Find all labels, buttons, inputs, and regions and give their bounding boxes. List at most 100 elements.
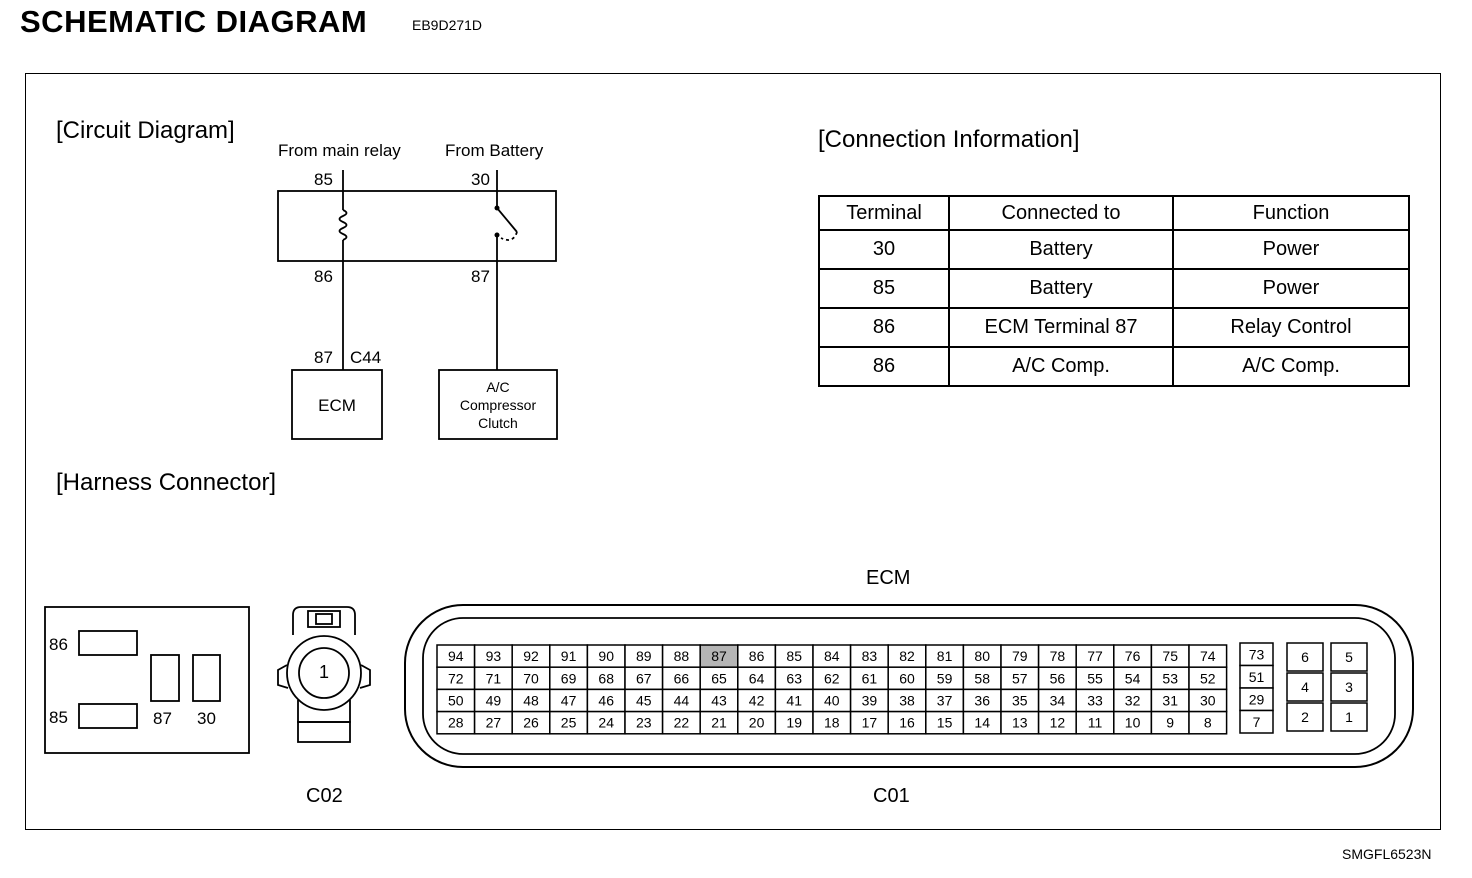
ecm-pin-76-label: 76 bbox=[1125, 648, 1141, 664]
ecm-box bbox=[291, 369, 383, 440]
terminal-cell: 86 bbox=[818, 307, 950, 348]
ecm-pin-27-label: 27 bbox=[486, 715, 502, 731]
terminal-cell: 30 bbox=[818, 229, 950, 270]
ecm-pin-7-cell bbox=[1239, 709, 1274, 734]
ecm-pin-34-label: 34 bbox=[1050, 693, 1066, 709]
ecm-pin-24-label: 24 bbox=[598, 715, 614, 731]
ecm-pin-4-cell bbox=[1286, 672, 1324, 702]
ecm-pin-22-label: 22 bbox=[674, 715, 690, 731]
c02-pin-1: 1 bbox=[318, 662, 329, 682]
ecm-connector-label: C44 bbox=[350, 348, 382, 367]
relay-terminal-30 bbox=[192, 654, 221, 702]
ecm-pin-58-label: 58 bbox=[974, 670, 990, 686]
ecm-pin-84-label: 84 bbox=[824, 648, 840, 664]
ecm-pin-3-label: 3 bbox=[1345, 679, 1353, 695]
ecm-pin-21-label: 21 bbox=[711, 715, 727, 731]
relay-pin-85-label: 85 bbox=[314, 170, 333, 189]
compressor-label: A/C Compressor Clutch bbox=[439, 378, 557, 432]
ecm-pin-60-label: 60 bbox=[899, 670, 915, 686]
ecm-pin-87-label: 87 bbox=[711, 648, 727, 664]
ecm-pin-36-label: 36 bbox=[974, 693, 990, 709]
ecm-pin-52-label: 52 bbox=[1200, 670, 1216, 686]
header-function: Function bbox=[1172, 195, 1410, 231]
document-code: EB9D271D bbox=[412, 17, 483, 33]
ecm-pin-49-label: 49 bbox=[486, 693, 502, 709]
c02-label: C02 bbox=[306, 785, 343, 807]
ecm-pin-64-label: 64 bbox=[749, 670, 765, 686]
ecm-pin-72-label: 72 bbox=[448, 670, 464, 686]
ecm-pin-63-label: 63 bbox=[786, 670, 802, 686]
relay-pin-30-label: 30 bbox=[471, 170, 490, 189]
ecm-pin-10-label: 10 bbox=[1125, 715, 1141, 731]
relay-pin-86-label: 86 bbox=[314, 267, 333, 286]
ecm-pin-61-label: 61 bbox=[862, 670, 878, 686]
relay-switch-icon bbox=[496, 207, 518, 233]
ecm-pin-6-label: 6 bbox=[1301, 649, 1309, 665]
circuit-diagram-title: [Circuit Diagram] bbox=[56, 117, 235, 144]
ecm-pin-5-label: 5 bbox=[1345, 649, 1353, 665]
table-row: 86 A/C Comp. A/C Comp. bbox=[818, 346, 1410, 387]
ecm-pin-54-label: 54 bbox=[1125, 670, 1141, 686]
ecm-pin-44-label: 44 bbox=[674, 693, 690, 709]
ecm-pin-20-label: 20 bbox=[749, 715, 765, 731]
header-terminal: Terminal bbox=[818, 195, 950, 231]
ecm-pin-51-label: 51 bbox=[1249, 669, 1265, 685]
ecm-pin-53-label: 53 bbox=[1162, 670, 1178, 686]
ecm-pin-89-label: 89 bbox=[636, 648, 652, 664]
ecm-pin-59-label: 59 bbox=[937, 670, 953, 686]
relay-pin-87: 87 bbox=[153, 709, 172, 728]
ecm-pin-12-label: 12 bbox=[1050, 715, 1066, 731]
header-connected-to: Connected to bbox=[948, 195, 1174, 231]
ecm-pin-42-label: 42 bbox=[749, 693, 765, 709]
ecm-pin-94-label: 94 bbox=[448, 648, 464, 664]
function-cell: Relay Control bbox=[1172, 307, 1410, 348]
ecm-pin-7-label: 7 bbox=[1253, 714, 1261, 730]
ecm-pin-48-label: 48 bbox=[523, 693, 539, 709]
relay-terminal-86 bbox=[78, 630, 138, 656]
diagram-frame bbox=[25, 73, 1441, 830]
ecm-pin-45-label: 45 bbox=[636, 693, 652, 709]
ecm-pin-13-label: 13 bbox=[1012, 715, 1028, 731]
ecm-pin-16-label: 16 bbox=[899, 715, 915, 731]
c02-pin-circle bbox=[298, 647, 350, 699]
ecm-pin-62-label: 62 bbox=[824, 670, 840, 686]
ecm-pin-80-label: 80 bbox=[974, 648, 990, 664]
connection-table: Terminal Connected to Function 30 Batter… bbox=[818, 195, 1410, 387]
ecm-pin-2-label: 2 bbox=[1301, 709, 1309, 725]
ecm-pin-50-label: 50 bbox=[448, 693, 464, 709]
ecm-pin-91-label: 91 bbox=[561, 648, 577, 664]
ecm-pin-1-label: 1 bbox=[1345, 709, 1353, 725]
relay-pin-30: 30 bbox=[197, 709, 216, 728]
table-row: 30 Battery Power bbox=[818, 229, 1410, 270]
ecm-pin-83-label: 83 bbox=[862, 648, 878, 664]
ecm-pin-75-label: 75 bbox=[1162, 648, 1178, 664]
ecm-pin-65-label: 65 bbox=[711, 670, 727, 686]
ecm-pin-56-label: 56 bbox=[1050, 670, 1066, 686]
ecm-pin-39-label: 39 bbox=[862, 693, 878, 709]
relay-pin-87-label: 87 bbox=[471, 267, 490, 286]
ecm-pin-35-label: 35 bbox=[1012, 693, 1028, 709]
terminal-cell: 86 bbox=[818, 346, 950, 387]
ecm-pin-33-label: 33 bbox=[1087, 693, 1103, 709]
ecm-pin-8-cell bbox=[1188, 710, 1228, 735]
ecm-pin-3-cell bbox=[1330, 672, 1368, 702]
ecm-pin-66-label: 66 bbox=[674, 670, 690, 686]
connected-to-cell: A/C Comp. bbox=[948, 346, 1174, 387]
ecm-pin-77-label: 77 bbox=[1087, 648, 1103, 664]
ecm-pin-47-label: 47 bbox=[561, 693, 577, 709]
ecm-pin-46-label: 46 bbox=[598, 693, 614, 709]
harness-connector-title: [Harness Connector] bbox=[56, 469, 277, 496]
ecm-pin-69-label: 69 bbox=[561, 670, 577, 686]
ecm-pin-57-label: 57 bbox=[1012, 670, 1028, 686]
relay-terminal-85 bbox=[78, 703, 138, 729]
function-cell: Power bbox=[1172, 268, 1410, 309]
ecm-pin-17-label: 17 bbox=[862, 715, 878, 731]
relay-pin-85: 85 bbox=[49, 708, 68, 727]
from-main-relay-label: From main relay bbox=[278, 141, 401, 160]
compressor-line-3: Clutch bbox=[478, 415, 518, 431]
ecm-pin-73-label: 73 bbox=[1249, 646, 1265, 662]
ecm-pin-82-label: 82 bbox=[899, 648, 915, 664]
ecm-pin-5-cell bbox=[1330, 642, 1368, 672]
